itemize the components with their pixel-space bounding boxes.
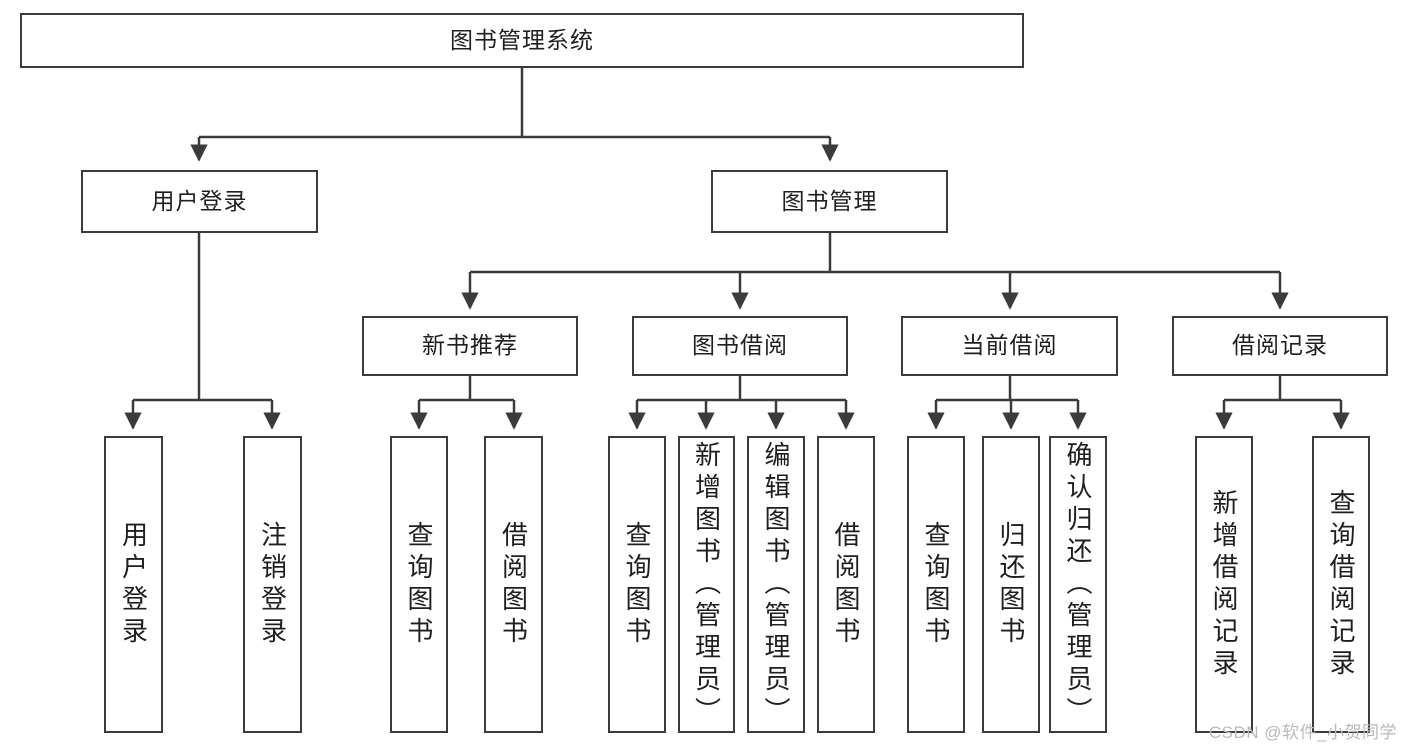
- node-new-book-recommend[interactable]: 新书推荐: [362, 316, 578, 376]
- node-leaf-query-book-3[interactable]: 查询图书: [907, 436, 965, 733]
- node-label: 借阅图书: [498, 520, 529, 649]
- node-leaf-query-book-2[interactable]: 查询图书: [608, 436, 666, 733]
- node-user-login[interactable]: 用户登录: [81, 170, 318, 233]
- node-label: 归还图书: [996, 520, 1026, 649]
- node-label: 查询图书: [921, 520, 951, 649]
- node-current-borrow[interactable]: 当前借阅: [901, 316, 1118, 376]
- node-book-management[interactable]: 图书管理: [711, 170, 948, 233]
- node-label: 借阅记录: [1232, 332, 1328, 359]
- node-label: 查询图书: [622, 520, 652, 649]
- node-label: 编辑图书（管理员）: [761, 440, 791, 729]
- node-label: 新增借阅记录: [1209, 488, 1239, 681]
- node-leaf-user-login[interactable]: 用户登录: [104, 436, 163, 733]
- watermark-text: CSDN @软件_小贺同学: [1208, 723, 1397, 742]
- node-leaf-borrow-book-2[interactable]: 借阅图书: [817, 436, 875, 733]
- node-label: 图书管理系统: [450, 26, 594, 53]
- node-label: 新书推荐: [422, 332, 518, 359]
- node-label: 用户登录: [151, 187, 248, 214]
- node-label: 图书借阅: [692, 332, 788, 359]
- node-leaf-return-book[interactable]: 归还图书: [982, 436, 1040, 733]
- node-leaf-add-borrow-record[interactable]: 新增借阅记录: [1195, 436, 1253, 733]
- node-label: 当前借阅: [961, 332, 1058, 359]
- node-label: 查询借阅记录: [1326, 488, 1356, 681]
- node-leaf-confirm-return-admin[interactable]: 确认归还（管理员）: [1049, 436, 1107, 733]
- node-leaf-add-book-admin[interactable]: 新增图书（管理员）: [678, 436, 735, 733]
- node-label: 借阅图书: [831, 520, 861, 649]
- node-borrow-record[interactable]: 借阅记录: [1172, 316, 1388, 376]
- node-leaf-borrow-book-1[interactable]: 借阅图书: [484, 436, 543, 733]
- node-leaf-logout[interactable]: 注销登录: [243, 436, 302, 733]
- node-label: 注销登录: [257, 520, 288, 649]
- node-leaf-edit-book-admin[interactable]: 编辑图书（管理员）: [747, 436, 805, 733]
- node-leaf-query-book-1[interactable]: 查询图书: [390, 436, 448, 733]
- node-leaf-query-borrow-record[interactable]: 查询借阅记录: [1312, 436, 1370, 733]
- node-label: 确认归还（管理员）: [1063, 440, 1093, 729]
- node-label: 用户登录: [118, 520, 149, 649]
- node-root-system[interactable]: 图书管理系统: [20, 13, 1024, 68]
- node-label: 查询图书: [404, 520, 434, 649]
- node-label: 图书管理: [781, 187, 878, 214]
- node-book-borrow[interactable]: 图书借阅: [632, 316, 848, 376]
- node-label: 新增图书（管理员）: [691, 440, 722, 729]
